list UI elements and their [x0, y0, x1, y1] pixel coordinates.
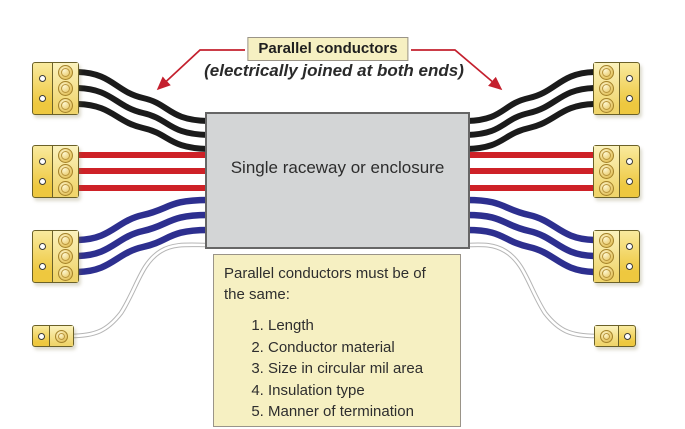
black-conductor-right-3: [464, 101, 597, 152]
white-conductor-left-outline: [67, 242, 211, 339]
terminal-block-right-white: [594, 325, 636, 347]
requirements-heading: Parallel conductors must be of the same:: [224, 265, 426, 303]
terminal-holes: [619, 326, 635, 346]
blue-conductor-right-2: [463, 211, 598, 260]
terminal-holes: [620, 231, 639, 282]
hole-icon: [626, 262, 633, 270]
terminal-screws: [52, 146, 78, 197]
raceway-label: Single raceway or enclosure: [230, 157, 445, 177]
requirement-item-1: Length: [268, 315, 450, 337]
screw-icon: [600, 329, 613, 343]
hole-icon: [39, 177, 46, 185]
white-conductor-right: [465, 243, 598, 338]
hole-icon: [37, 332, 45, 340]
hole-icon: [626, 158, 633, 166]
black-conductor-right-1: [464, 69, 597, 124]
screw-icon: [599, 180, 614, 196]
black-conductor-right-2: [464, 85, 597, 138]
screw-icon: [599, 147, 614, 163]
terminal-screws: [49, 326, 73, 346]
screw-icon: [599, 64, 614, 80]
screw-icon: [599, 249, 614, 264]
blue-conductor-left-3: [74, 226, 212, 276]
terminal-screws: [594, 63, 620, 114]
callout-label: Parallel conductors: [247, 37, 409, 61]
terminal-block-left-black: [32, 62, 79, 115]
white-conductor-left: [68, 243, 210, 338]
hole-icon: [39, 243, 46, 251]
terminal-screws: [594, 231, 620, 282]
requirement-item-2: Conductor material: [268, 337, 450, 359]
blue-conductor-right-1: [463, 196, 598, 244]
screw-icon: [58, 147, 73, 163]
terminal-screws: [52, 231, 78, 282]
requirements-list: LengthConductor materialSize in circular…: [224, 315, 450, 423]
terminal-holes: [33, 231, 52, 282]
screw-icon: [599, 97, 614, 113]
screw-icon: [599, 265, 614, 281]
terminal-block-right-black: [593, 62, 640, 115]
terminal-holes: [620, 146, 639, 197]
blue-conductor-left-1: [74, 196, 212, 244]
screw-icon: [58, 64, 73, 80]
hole-icon: [626, 94, 633, 102]
terminal-block-right-red: [593, 145, 640, 198]
terminal-holes: [33, 326, 49, 346]
hole-icon: [626, 177, 633, 185]
screw-icon: [58, 265, 73, 281]
terminal-screws: [595, 326, 619, 346]
black-conductor-left-3: [75, 101, 211, 152]
hole-icon: [39, 158, 46, 166]
terminal-holes: [33, 146, 52, 197]
requirement-item-5: Manner of termination: [268, 401, 450, 423]
terminal-holes: [33, 63, 52, 114]
hole-icon: [39, 94, 46, 102]
terminal-block-left-red: [32, 145, 79, 198]
terminal-block-right-blue: [593, 230, 640, 283]
screw-icon: [58, 232, 73, 248]
hole-icon: [623, 332, 631, 340]
black-conductor-left-1: [75, 69, 211, 124]
callout-arrow-left: [156, 49, 245, 91]
requirements-panel: Parallel conductors must be of the same:…: [213, 254, 461, 427]
screw-icon: [599, 232, 614, 248]
screw-icon: [58, 97, 73, 113]
screw-icon: [58, 249, 73, 264]
hole-icon: [626, 243, 633, 251]
screw-icon: [55, 329, 68, 343]
screw-icon: [58, 180, 73, 196]
terminal-screws: [52, 63, 78, 114]
terminal-screws: [594, 146, 620, 197]
blue-conductor-right-3: [463, 226, 598, 276]
hole-icon: [626, 75, 633, 83]
terminal-holes: [620, 63, 639, 114]
screw-icon: [599, 164, 614, 179]
terminal-block-left-blue: [32, 230, 79, 283]
blue-conductor-left-2: [74, 211, 212, 260]
callout-subtitle: (electrically joined at both ends): [204, 61, 464, 80]
black-conductor-left-2: [75, 85, 211, 138]
requirement-item-3: Size in circular mil area: [268, 358, 450, 380]
terminal-block-left-white: [32, 325, 74, 347]
hole-icon: [39, 75, 46, 83]
raceway-box: Single raceway or enclosure: [205, 112, 470, 249]
screw-icon: [58, 81, 73, 96]
requirement-item-4: Insulation type: [268, 380, 450, 402]
callout-arrow-right: [411, 49, 503, 91]
screw-icon: [599, 81, 614, 96]
screw-icon: [58, 164, 73, 179]
hole-icon: [39, 262, 46, 270]
